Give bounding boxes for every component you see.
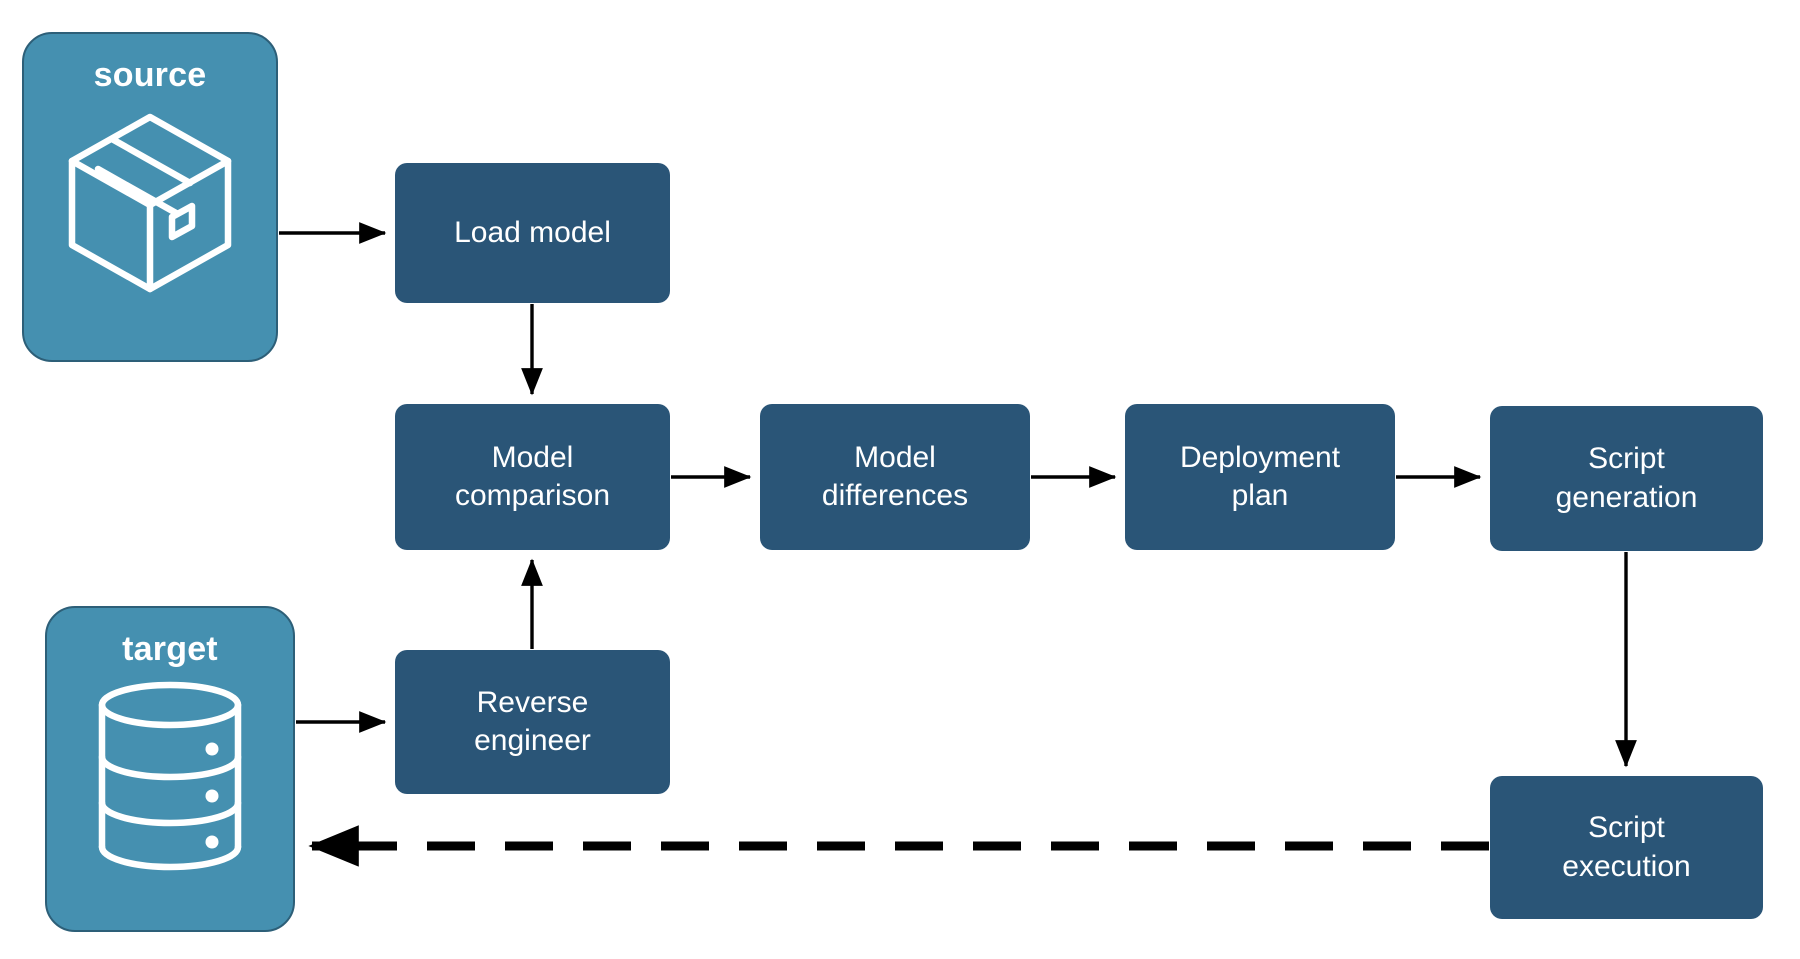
- node-script-generation-label: Script generation: [1555, 442, 1698, 514]
- node-model-differences-label: Model differences: [821, 440, 969, 512]
- node-source[interactable]: source: [22, 32, 278, 362]
- package-box-icon: [60, 105, 240, 300]
- database-cylinder-icon: [94, 679, 246, 878]
- node-deployment-plan-label: Deployment plan: [1179, 440, 1341, 512]
- node-model-differences[interactable]: Model differences: [760, 404, 1030, 550]
- node-script-execution-label: Script execution: [1562, 811, 1691, 883]
- node-script-generation[interactable]: Script generation: [1490, 406, 1763, 551]
- node-model-comparison[interactable]: Model comparison: [395, 404, 670, 550]
- node-script-execution[interactable]: Script execution: [1490, 776, 1763, 919]
- node-target[interactable]: target: [45, 606, 295, 932]
- node-target-label: target: [122, 630, 218, 668]
- node-load-model-label: Load model: [454, 215, 611, 249]
- node-reverse-engineer-label: Reverse engineer: [474, 685, 591, 757]
- node-load-model[interactable]: Load model: [395, 163, 670, 303]
- node-model-comparison-label: Model comparison: [454, 440, 611, 512]
- node-reverse-engineer[interactable]: Reverse engineer: [395, 650, 670, 794]
- node-deployment-plan[interactable]: Deployment plan: [1125, 404, 1395, 550]
- node-source-label: source: [93, 56, 207, 94]
